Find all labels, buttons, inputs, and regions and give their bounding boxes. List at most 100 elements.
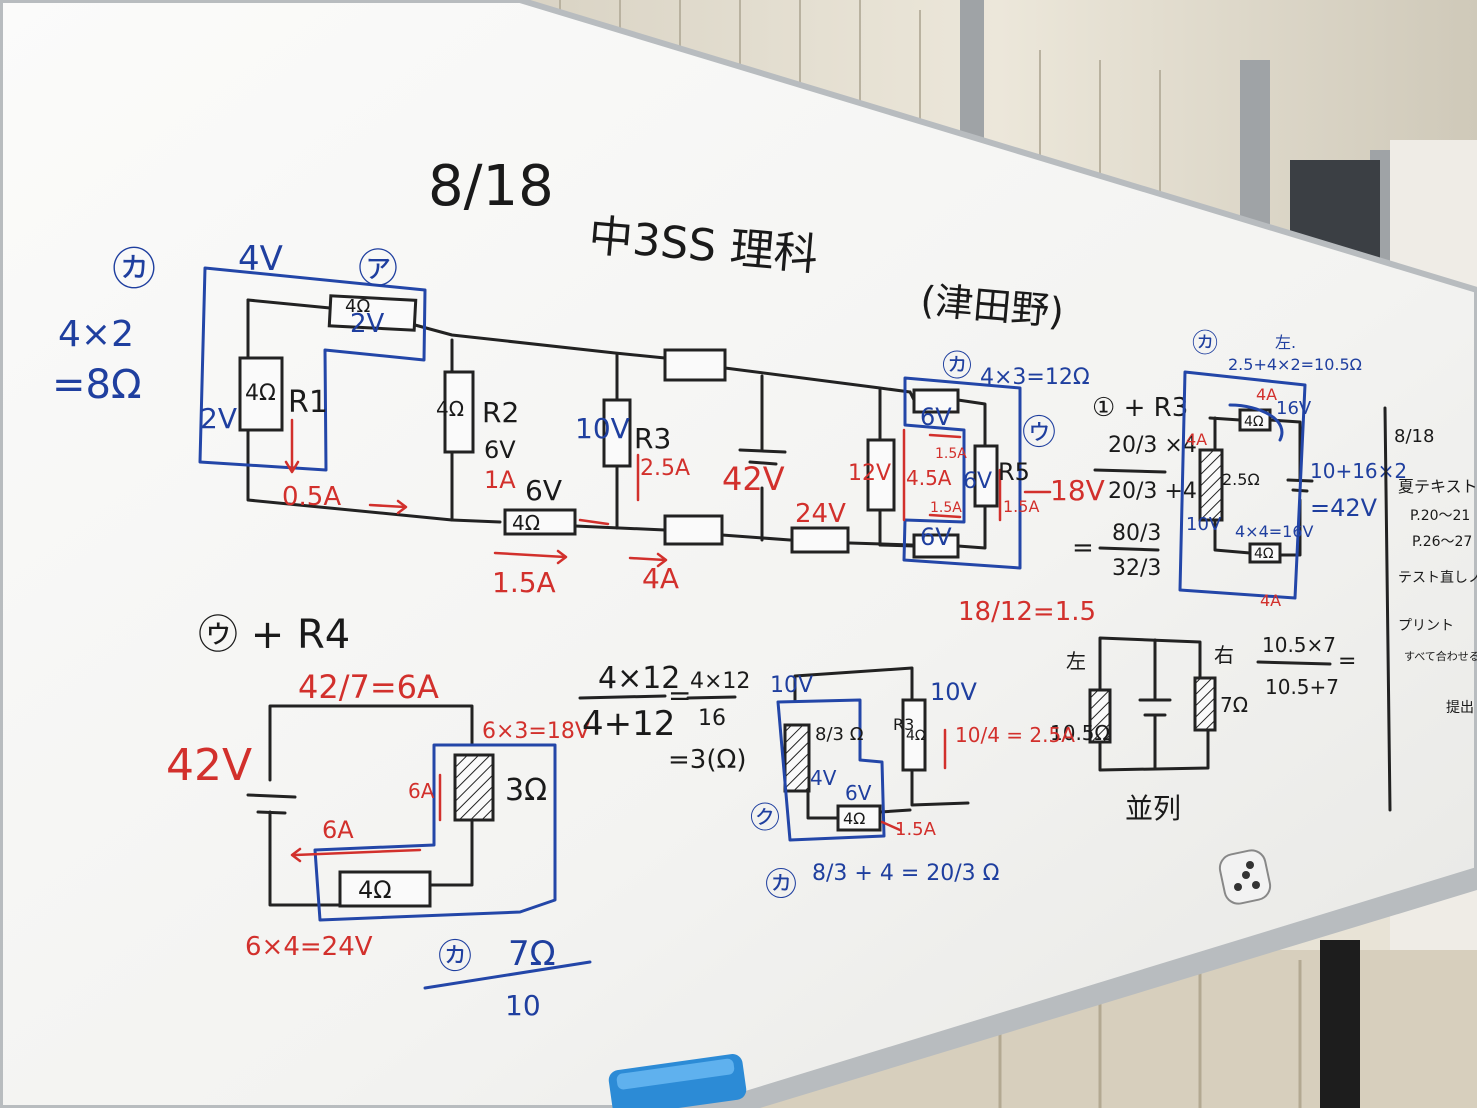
side-item2: テスト直しノート — [1398, 569, 1477, 586]
res24-voltage: 24V — [795, 499, 846, 529]
ratio-calc: 18/12=1.5 — [958, 597, 1096, 627]
small-label-ku: ㋗ — [750, 801, 780, 836]
u-current-calc: 42/7=6A — [298, 668, 439, 706]
bridge-top-voltage: 6V — [920, 403, 952, 431]
r5-voltage: 6V — [963, 469, 992, 494]
resistance-result: =8Ω — [52, 362, 142, 408]
parallel-left-value: 10.5Ω — [1050, 721, 1110, 745]
u-total-label-circle: ㋕ — [438, 937, 472, 977]
r1-label: R1 — [288, 385, 328, 420]
side-item3a: すべて合わせる — [1404, 649, 1477, 663]
right-mid-res: 2.5Ω — [1222, 470, 1260, 489]
calc-r3-eq: = — [1072, 533, 1094, 563]
circuit-main: ㋕ 4V ㋐ 4×2 =8Ω R1 4Ω 2V 4Ω 2V 0.5A R2 4Ω… — [52, 239, 1105, 627]
circuit-u: ㋒ + R4 42/7=6A 42V 6×3=18V 3Ω 6A 6A 4Ω 6… — [166, 612, 592, 1022]
r2-label: R2 — [482, 396, 519, 429]
r1-value: 4Ω — [245, 381, 276, 406]
current-4: 4A — [642, 562, 679, 595]
battery-voltage: 42V — [722, 460, 785, 498]
r3-label: R3 — [634, 422, 671, 455]
small-res-voltage: 4V — [810, 766, 837, 790]
side-item3: プリント — [1398, 618, 1454, 634]
right-calc: 2.5+4×2=10.5Ω — [1228, 355, 1362, 374]
small-r-value: 4Ω — [906, 728, 926, 744]
current-1.5: 1.5A — [492, 566, 556, 599]
right-bottom-current: 4A — [1260, 591, 1281, 610]
right-top-voltage: 16V — [1276, 398, 1312, 419]
label-a-circle: ㋐ — [358, 246, 398, 292]
r2-voltage: 6V — [484, 436, 516, 464]
small-res-frac: 8/3 Ω — [815, 724, 864, 745]
r5-current: 1.5A — [1003, 497, 1039, 516]
r1-voltage: 2V — [200, 402, 237, 435]
side-date: 8/18 — [1394, 426, 1434, 447]
cp-num2: 4×12 — [690, 669, 750, 694]
u-vol-calc: 6×3=18V — [482, 719, 590, 744]
series-res: 4Ω — [512, 511, 540, 535]
u-r-value: 3Ω — [505, 773, 547, 808]
right-label-circle: ㋕ — [1192, 329, 1218, 359]
side-notes: 8/18 夏テキスト P.20〜21 P.26〜27 テスト直しノート プリント… — [1383, 406, 1477, 812]
u-bottom-res: 4Ω — [358, 876, 392, 904]
cp-eq: = — [668, 679, 691, 712]
side-item3b: 提出 — [1446, 700, 1474, 716]
bridge-current-bottom: 1.5A — [930, 500, 962, 516]
resistance-calc: 4×2 — [58, 314, 134, 355]
parallel-formula-den: 10.5+7 — [1265, 675, 1339, 699]
small-label-ka: ㋕ — [765, 865, 797, 903]
cp-den: 4+12 — [582, 704, 675, 744]
calc-r3-r1: 80/3 — [1112, 521, 1161, 546]
side-item1: 夏テキスト — [1398, 477, 1477, 496]
side-item1b: P.26〜27 — [1412, 534, 1472, 550]
circuit-right: ㋕ 左. 2.5+4×2=10.5Ω 4A 16V 4Ω 2.5Ω 4A 10V… — [1178, 329, 1407, 610]
right-left-label: 左. — [1275, 333, 1296, 352]
right-emf-calc: 10+16×2 — [1310, 459, 1407, 483]
cp-result: =3(Ω) — [668, 745, 746, 775]
right-current-top: 4A — [1256, 385, 1277, 404]
series-voltage: 6V — [525, 474, 562, 507]
label-ka-circle: ㋕ — [112, 244, 156, 295]
r2-value: 4Ω — [436, 397, 464, 421]
label-u-circle: ㋒ — [1022, 413, 1056, 453]
top-res-value: 4Ω — [345, 296, 370, 317]
out-voltage: 18V — [1050, 474, 1105, 507]
small-res-bottom-v: 6V — [845, 781, 872, 805]
small-right-calc: 10/4 = 2.5A — [955, 723, 1075, 747]
right-bottom-calc: 4×4=16V — [1235, 522, 1314, 541]
u-denominator: 10 — [505, 989, 541, 1022]
small-top-voltage: 10V — [770, 673, 813, 698]
top-res-voltage: 2V — [350, 309, 385, 339]
bridge-bottom-voltage: 6V — [920, 523, 952, 551]
u-heading: ㋒ + R4 — [198, 612, 350, 658]
calc-r3-r2: 32/3 — [1112, 556, 1161, 581]
u-bottom-calc: 6×4=24V — [245, 932, 373, 962]
u-side-current: 6A — [408, 779, 435, 803]
r3-current: 2.5A — [640, 456, 690, 481]
bridge-label-circle: ㋕ — [942, 349, 972, 384]
calc-r3-heading: ① + R3 — [1092, 393, 1188, 423]
current-0.5: 0.5A — [282, 482, 341, 512]
cp-num: 4×12 — [598, 661, 680, 696]
timer-device[interactable] — [1217, 848, 1272, 906]
right-side-current: 4A — [1186, 430, 1207, 449]
right-emf-result: =42V — [1310, 494, 1378, 522]
parallel-diagram: 左 右 10.5Ω 7Ω 並列 10.5×7 10.5+7 = — [1050, 633, 1356, 825]
side-item1a: P.20〜21 — [1410, 508, 1470, 524]
small-sum-calc: 8/3 + 4 = 20/3 Ω — [812, 861, 999, 886]
parallel-left-label: 左 — [1066, 649, 1086, 673]
eraser[interactable] — [607, 1053, 747, 1108]
small-current: 1.5A — [895, 819, 937, 840]
small-bottom-res: 4Ω — [843, 809, 865, 828]
r3-voltage: 10V — [575, 412, 630, 445]
right-side-voltage: 10V — [1186, 514, 1222, 535]
parallel-right-label: 右 — [1214, 643, 1234, 667]
small-right-voltage: 10V — [930, 678, 978, 706]
small-r-label: R3 — [893, 715, 914, 734]
left-current: 4.5A — [906, 466, 952, 490]
parallel-right-value: 7Ω — [1220, 693, 1248, 717]
calc-parallel: 4×12 4+12 = 4×12 16 =3(Ω) — [578, 661, 750, 775]
r5-label: R5 — [998, 458, 1030, 486]
bridge-current-top: 1.5A — [935, 446, 967, 462]
